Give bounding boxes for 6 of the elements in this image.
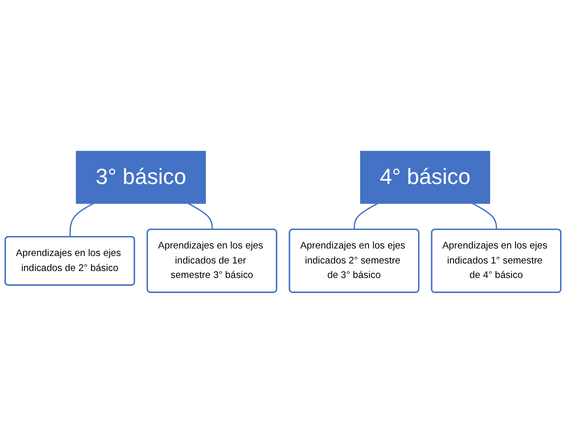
connector — [69, 203, 94, 238]
connector — [354, 203, 378, 230]
connector — [188, 203, 213, 230]
node-box: 3° básico — [76, 151, 206, 204]
connector — [472, 203, 498, 230]
node-box: 4° básico — [360, 151, 490, 204]
